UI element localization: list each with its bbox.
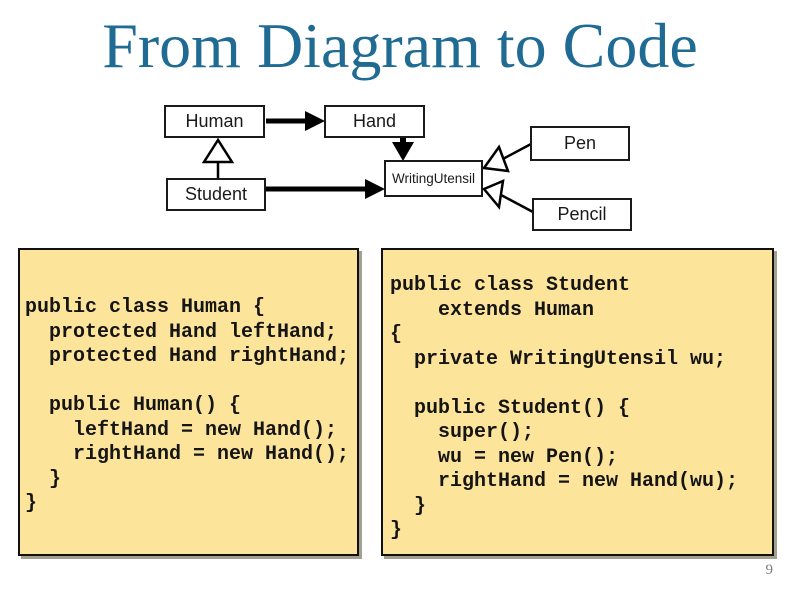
uml-node-pencil-label: Pencil (557, 204, 607, 224)
uml-node-hand: Hand (324, 105, 425, 138)
uml-node-writingutensil: WritingUtensil (384, 160, 483, 197)
uml-node-pen-label: Pen (563, 133, 597, 153)
code-student-class: public class Student extends Human { pri… (390, 274, 739, 542)
uml-node-human-label: Human (185, 111, 244, 131)
uml-node-pencil: Pencil (532, 198, 632, 231)
uml-node-student: Student (166, 178, 266, 211)
code-human-class: public class Human { protected Hand left… (25, 296, 350, 515)
generalization-student-to-human (201, 137, 235, 179)
uml-class-diagram: Human Hand Student WritingUtensil Pen Pe… (0, 0, 800, 245)
uml-node-hand-label: Hand (352, 111, 397, 131)
uml-node-pen: Pen (530, 126, 630, 161)
arrow-human-to-hand (266, 111, 325, 131)
code-panel-student: public class Student extends Human { pri… (381, 248, 774, 556)
arrow-hand-to-writingutensil (392, 136, 414, 161)
uml-node-human: Human (164, 105, 265, 138)
arrow-student-to-writingutensil (265, 179, 385, 199)
page-title: From Diagram to Code (102, 10, 698, 81)
generalization-pen-to-writingutensil (481, 142, 532, 173)
uml-node-writingutensil-label: WritingUtensil (391, 171, 476, 186)
code-panel-human: public class Human { protected Hand left… (18, 248, 359, 556)
uml-arrows-layer (201, 111, 534, 214)
uml-node-student-label: Student (184, 184, 248, 204)
page-number: 9 (765, 562, 774, 578)
generalization-pencil-to-writingutensil (481, 178, 534, 214)
